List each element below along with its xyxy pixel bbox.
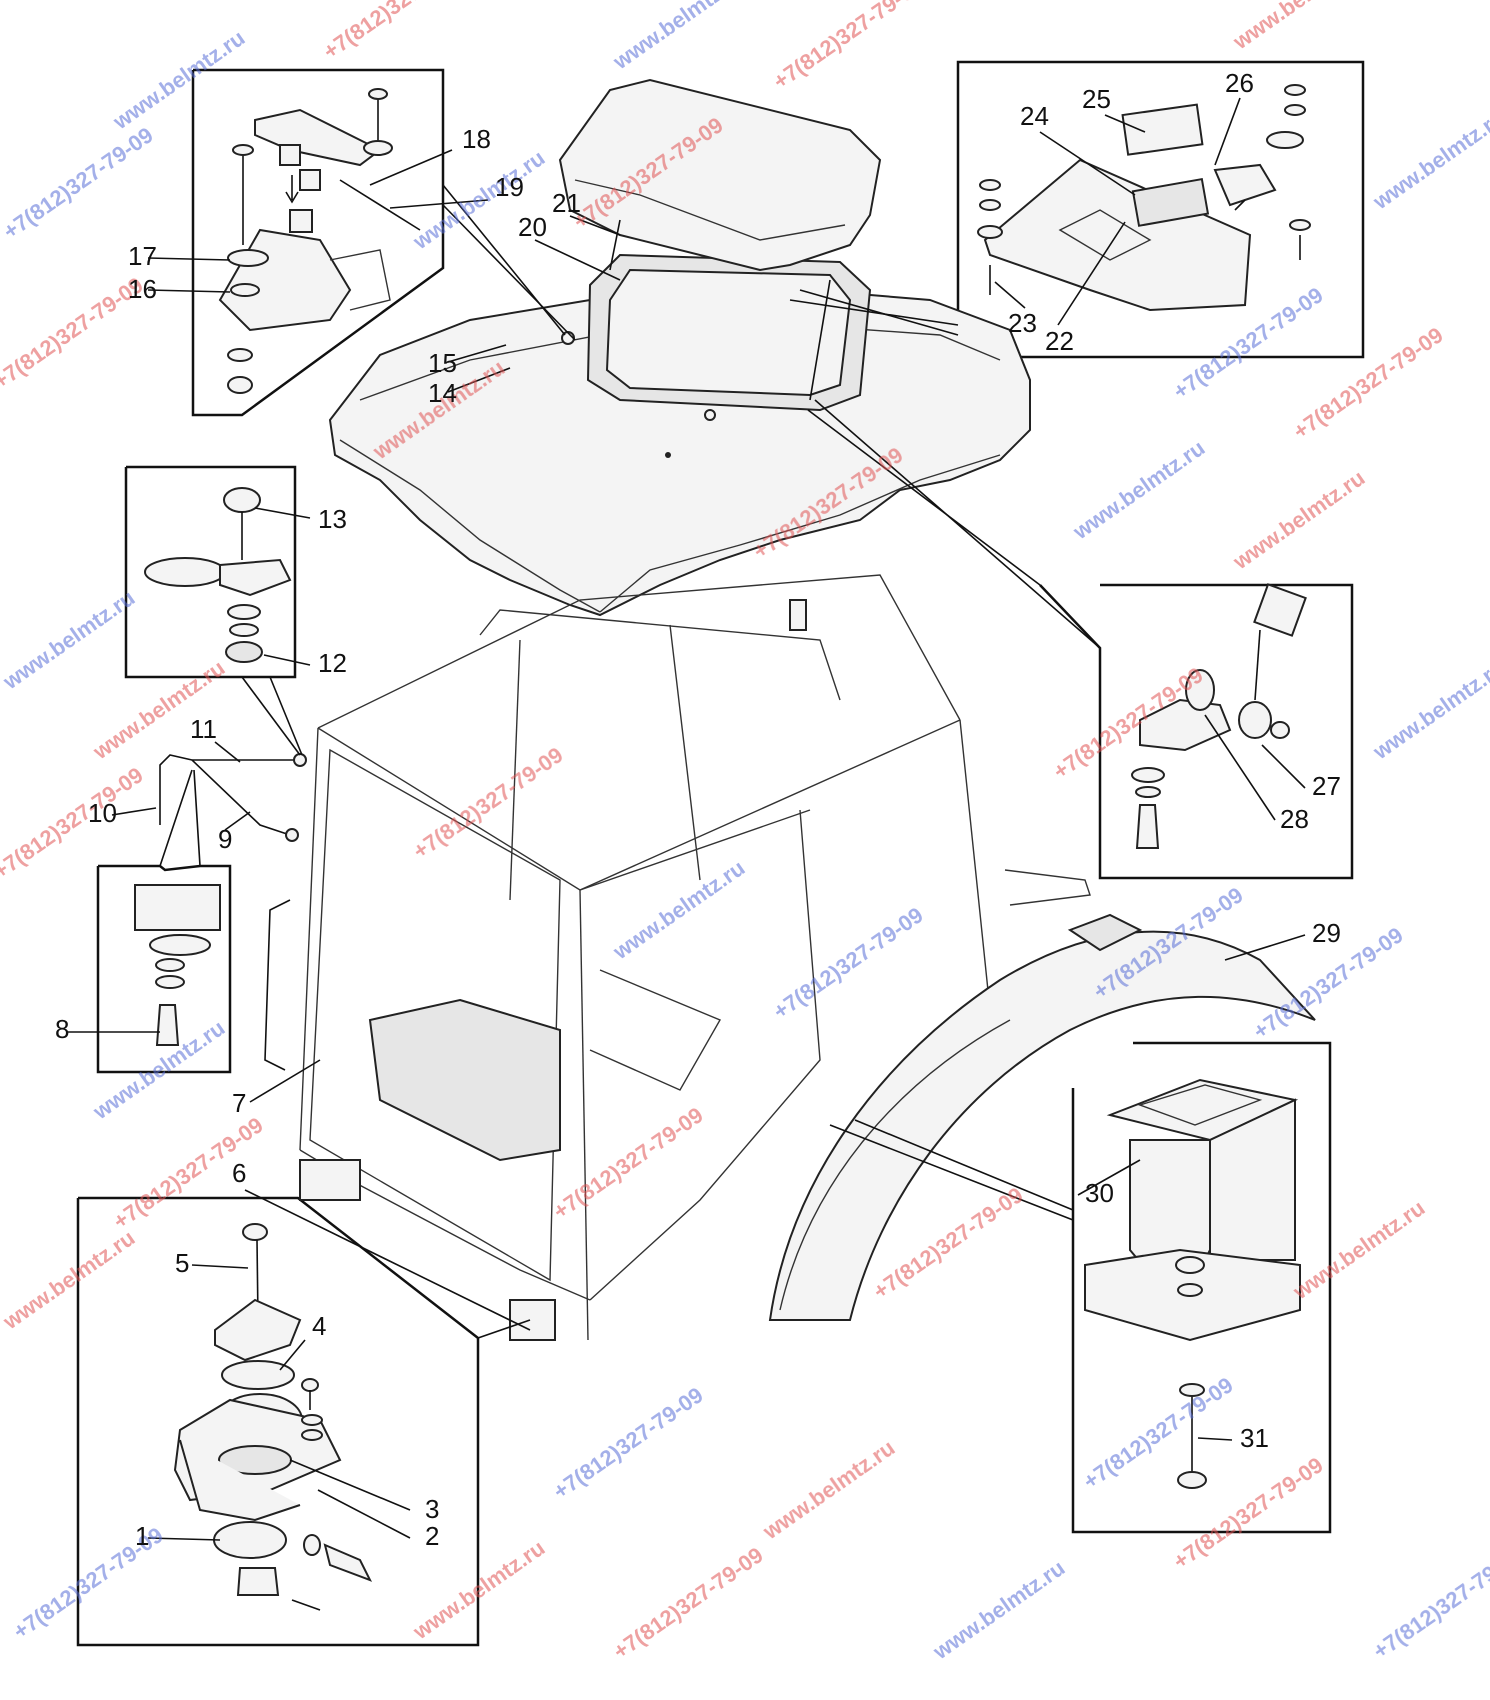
part-label-31: 31 xyxy=(1240,1423,1269,1453)
watermark-text: +7(812)327-79-09 xyxy=(1079,1372,1238,1494)
part-label-19: 19 xyxy=(495,172,524,202)
watermark-text: www.belmtz.ru xyxy=(88,655,230,765)
detail-box-hinge xyxy=(191,68,445,417)
watermark-text: +7(812)327-79-09 xyxy=(1289,322,1448,444)
part-label-24: 24 xyxy=(1020,101,1049,131)
watermark-text: +7(812)327-79-09 xyxy=(0,272,148,394)
part-label-11: 11 xyxy=(190,714,217,744)
part-label-27: 27 xyxy=(1312,771,1341,801)
detail-box-clamp xyxy=(96,864,232,1074)
mount-detail-parts xyxy=(173,1223,373,1611)
part-label-10: 10 xyxy=(88,798,117,828)
watermark-text: +7(812)327-79-09 xyxy=(769,902,928,1024)
watermark-text: +7(812)327-79-09 xyxy=(549,1382,708,1504)
part-label-20: 20 xyxy=(518,212,547,242)
watermark-text: www.belmtz.ru xyxy=(0,1225,139,1335)
detail-box-lock xyxy=(956,60,1365,359)
part-label-18: 18 xyxy=(462,124,491,154)
part-label-16: 16 xyxy=(128,274,157,304)
part-label-9: 9 xyxy=(218,824,232,854)
roof-hatch-lid xyxy=(558,78,882,272)
part-label-30: 30 xyxy=(1085,1178,1114,1208)
part-label-1: 1 xyxy=(135,1521,149,1551)
part-label-2: 2 xyxy=(425,1521,439,1551)
tie-rods xyxy=(159,753,307,842)
watermark-text: www.belmtz.ru xyxy=(1368,655,1490,765)
part-label-5: 5 xyxy=(175,1248,189,1278)
watermark-text: www.belmtz.ru xyxy=(928,1555,1070,1665)
bracket-detail-parts xyxy=(1084,1078,1301,1489)
hinge-detail-parts xyxy=(218,88,421,394)
lock-detail-parts xyxy=(977,84,1311,312)
part-label-28: 28 xyxy=(1280,804,1309,834)
detail-box-bracket xyxy=(1071,1041,1332,1534)
watermark-text: +7(812)327-79-09 xyxy=(769,0,928,94)
watermark-text: www.belmtz.ru xyxy=(1068,435,1210,545)
side-handle xyxy=(264,899,291,1071)
watermark-text: www.belmtz.ru xyxy=(758,1435,900,1545)
part-label-6: 6 xyxy=(232,1158,246,1188)
gasstrut-detail-parts xyxy=(1131,583,1307,849)
part-label-14: 14 xyxy=(428,378,457,408)
watermark-text: www.belmtz.ru xyxy=(608,0,750,75)
watermark-text: +7(812)327-79-09 xyxy=(549,1102,708,1224)
part-label-26: 26 xyxy=(1225,68,1254,98)
detail-box-buffer xyxy=(124,465,297,679)
roof-hatch-frame xyxy=(586,253,872,412)
cab-frame xyxy=(299,574,1091,1341)
part-label-4: 4 xyxy=(312,1311,326,1341)
part-label-17: 17 xyxy=(128,241,157,271)
detail-box-gasstrut xyxy=(1039,583,1354,880)
part-label-7: 7 xyxy=(232,1088,246,1118)
part-label-29: 29 xyxy=(1312,918,1341,948)
watermark-text: www.belmtz.ru xyxy=(1288,1195,1430,1305)
part-label-12: 12 xyxy=(318,648,347,678)
watermark-text: +7(812)327-79-09 xyxy=(1369,1542,1490,1664)
part-label-22: 22 xyxy=(1045,326,1074,356)
rear-fender xyxy=(768,913,1316,1321)
watermark-text: www.belmtz.ru xyxy=(1228,0,1370,55)
watermark-text: +7(812)327-79-09 xyxy=(409,742,568,864)
leader-lines xyxy=(68,97,1306,1541)
watermark-text: +7(812)327-79-09 xyxy=(319,0,478,64)
buffer-detail-parts xyxy=(144,487,292,663)
gas-strut xyxy=(609,219,831,401)
part-label-8: 8 xyxy=(55,1014,69,1044)
part-label-23: 23 xyxy=(1008,308,1037,338)
watermark-text: www.belmtz.ru xyxy=(0,585,139,695)
part-label-25: 25 xyxy=(1082,84,1111,114)
part-label-13: 13 xyxy=(318,504,347,534)
watermark-text: www.belmtz.ru xyxy=(1228,465,1370,575)
clamp-detail-parts xyxy=(134,884,221,1046)
watermark-text: www.belmtz.ru xyxy=(608,855,750,965)
watermark-text: www.belmtz.ru xyxy=(1368,105,1490,215)
part-label-21: 21 xyxy=(552,188,581,218)
watermark-text: +7(812)327-79-09 xyxy=(609,1542,768,1664)
watermark-text: +7(812)327-79-09 xyxy=(0,122,158,244)
part-label-15: 15 xyxy=(428,348,457,378)
watermark-text: www.belmtz.ru xyxy=(108,25,250,135)
part-label-3: 3 xyxy=(425,1494,439,1524)
